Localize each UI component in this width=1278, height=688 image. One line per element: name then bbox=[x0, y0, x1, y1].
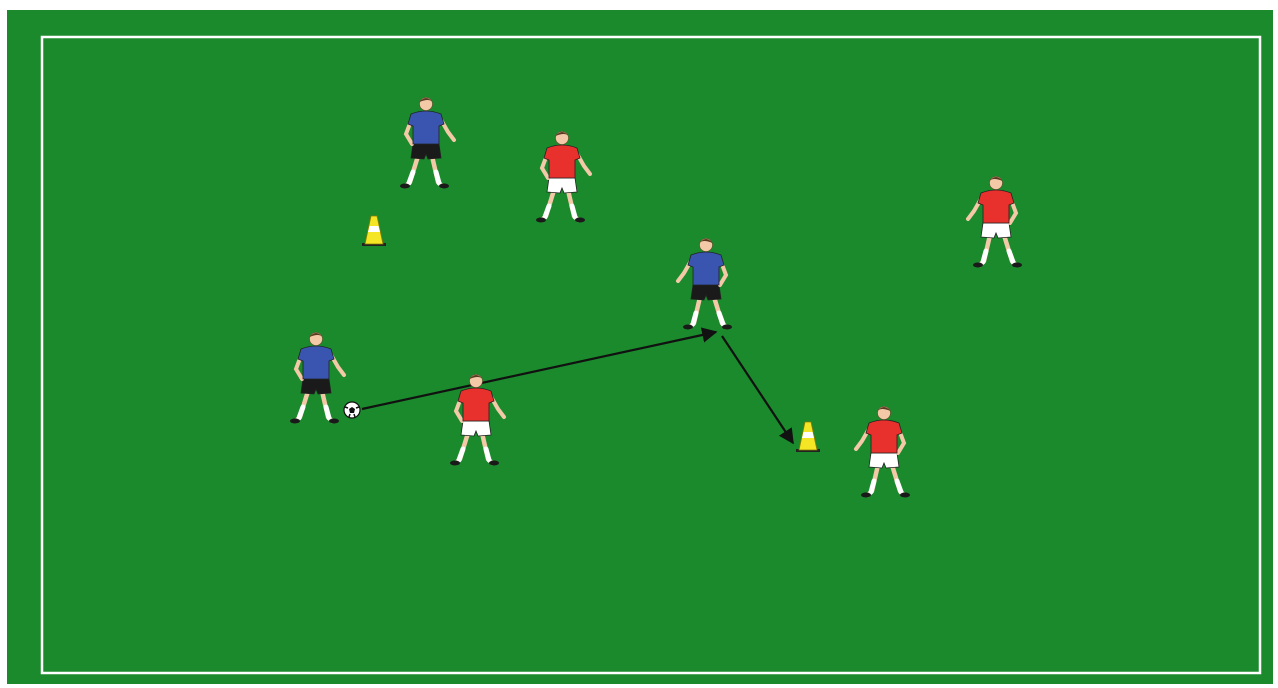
player-red bbox=[536, 131, 592, 223]
ball-layer bbox=[343, 401, 361, 419]
cone-icon bbox=[796, 421, 820, 452]
arrows-layer bbox=[361, 327, 794, 445]
run-arrow bbox=[721, 335, 794, 445]
player-blue bbox=[676, 238, 732, 330]
player-red bbox=[854, 406, 910, 498]
player-red bbox=[450, 374, 506, 466]
pitch-boundary-line bbox=[40, 35, 1262, 675]
players-layer bbox=[290, 97, 1022, 498]
player-blue bbox=[400, 97, 456, 189]
pitch-background bbox=[7, 10, 1273, 684]
player-blue bbox=[290, 332, 346, 424]
soccer-ball-icon bbox=[343, 401, 361, 419]
pass-arrow bbox=[361, 327, 718, 411]
player-red bbox=[966, 176, 1022, 268]
cone-icon bbox=[362, 215, 386, 246]
cones-layer bbox=[362, 215, 820, 452]
